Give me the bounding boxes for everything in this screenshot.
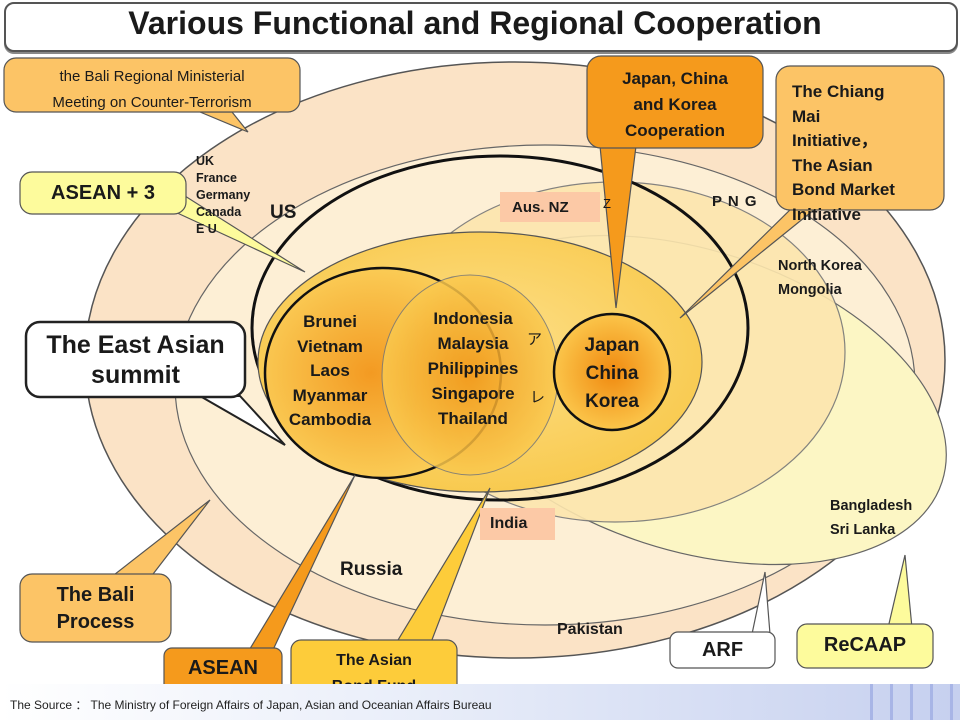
asian-bond-fund-line-1: The Asian — [336, 652, 412, 669]
country-vietnam: Vietnam — [297, 336, 363, 356]
footer-stripe — [910, 684, 913, 720]
country-north-korea: North Korea — [778, 258, 862, 274]
country-canada: Canada — [196, 205, 242, 219]
jck-core-ellipse — [552, 312, 672, 432]
chiang-mai-line-2: Mai — [792, 106, 821, 126]
chiang-mai-label: The Chiang Mai Initiative， The Asian Bon… — [792, 80, 895, 227]
country-philippines: Philippines — [427, 359, 519, 378]
bali-ministerial-line-1: the Bali Regional Ministerial — [59, 68, 245, 85]
stray-glyph-a: ア — [527, 331, 543, 348]
footer-stripe — [950, 684, 953, 720]
jck-line-1: Japan, China — [622, 69, 728, 88]
country-germany: Germany — [196, 188, 251, 202]
country-myanmar: Myanmar — [292, 385, 368, 405]
country-eu: E U — [196, 222, 217, 236]
recaap-box[interactable] — [796, 623, 934, 669]
uk-group-label: UK France Germany Canada E U — [196, 153, 250, 238]
country-thailand: Thailand — [438, 409, 508, 428]
asean-label: ASEAN — [187, 657, 258, 679]
country-sri-lanka: Sri Lanka — [830, 522, 896, 538]
country-russia: Russia — [340, 559, 403, 580]
country-india: India — [490, 515, 528, 532]
asean-group-a-label: Brunei Vietnam Laos Myanmar Cambodia — [270, 310, 390, 433]
stray-glyph-z: Z — [603, 196, 611, 211]
bali-process-box[interactable] — [19, 573, 172, 643]
country-uk: UK — [196, 154, 215, 168]
asean-group-b-label: Indonesia Malaysia Philippines Singapore… — [408, 306, 538, 431]
recaap-pointer — [887, 554, 913, 629]
east-asian-summit-line-1: The East Asian — [46, 331, 225, 359]
jck-cooperation-label: Japan, China and Korea Cooperation — [587, 66, 763, 144]
asean-plus3-box[interactable] — [19, 171, 187, 215]
north-korea-mongolia-label: North Korea Mongolia — [778, 254, 862, 302]
east-asian-summit-box[interactable] — [24, 320, 247, 399]
country-china: China — [585, 363, 639, 384]
us-region-ring — [250, 154, 750, 502]
country-laos: Laos — [310, 361, 350, 380]
footer-bar — [0, 684, 960, 720]
source-note: The Source ： The Ministry of Foreign Aff… — [10, 698, 492, 712]
bali-ministerial-label: the Bali Regional Ministerial Meeting on… — [4, 64, 300, 116]
country-brunei: Brunei — [303, 312, 357, 331]
bali-ministerial-box — [3, 57, 301, 113]
stray-glyph-re: レ — [530, 389, 546, 406]
footer-stripe — [890, 684, 893, 720]
arf-label: ARF — [701, 639, 744, 661]
country-japan: Japan — [584, 335, 640, 356]
country-korea: Korea — [585, 391, 639, 412]
country-singapore: Singapore — [431, 384, 515, 403]
bangladesh-srilanka-label: Bangladesh Sri Lanka — [830, 494, 912, 542]
title-box — [4, 2, 958, 52]
india-box — [480, 508, 555, 540]
chiang-mai-line-1: The Chiang — [792, 82, 885, 101]
country-aus-nz: Aus. NZ — [512, 199, 569, 216]
country-malaysia: Malaysia — [437, 334, 509, 353]
country-png: P N G — [712, 193, 758, 210]
jck-line-2: and Korea — [633, 95, 717, 114]
bali-ministerial-line-2: Meeting on Counter-Terrorism — [52, 94, 252, 111]
east-asian-summit-line-2: summit — [91, 361, 180, 389]
footer-stripe — [930, 684, 933, 720]
bali-process-line-1: The Bali — [56, 584, 135, 606]
country-bangladesh: Bangladesh — [830, 498, 913, 514]
country-us: US — [270, 202, 297, 223]
chiang-mai-line-5: Bond Market — [792, 180, 895, 199]
bali-process-line-2: Process — [56, 611, 135, 633]
asean-plus3-label: ASEAN + 3 — [51, 182, 155, 204]
country-pakistan: Pakistan — [557, 621, 623, 638]
chiang-mai-box[interactable] — [775, 65, 945, 211]
chiang-mai-line-4: The Asian — [792, 155, 873, 175]
jck-core-label: Japan China Korea — [562, 332, 662, 416]
chiang-mai-line-3: Initiative， — [792, 131, 878, 150]
aus-nz-box — [500, 192, 600, 222]
bali-process-label: The Bali Process — [20, 582, 171, 636]
east-asian-summit-label: The East Asian summit — [26, 330, 245, 390]
chiang-mai-line-6: Initiative — [792, 204, 861, 224]
jck-line-3: Cooperation — [624, 121, 726, 140]
page-title: Various Functional and Regional Cooperat… — [128, 5, 822, 41]
recaap-label: ReCAAP — [823, 634, 907, 656]
jck-cooperation-box[interactable] — [586, 55, 764, 149]
country-mongolia: Mongolia — [778, 282, 842, 298]
arf-box[interactable] — [669, 631, 776, 669]
country-france: France — [196, 171, 237, 185]
country-indonesia: Indonesia — [433, 309, 513, 328]
footer-stripe — [870, 684, 873, 720]
country-cambodia: Cambodia — [288, 410, 372, 429]
